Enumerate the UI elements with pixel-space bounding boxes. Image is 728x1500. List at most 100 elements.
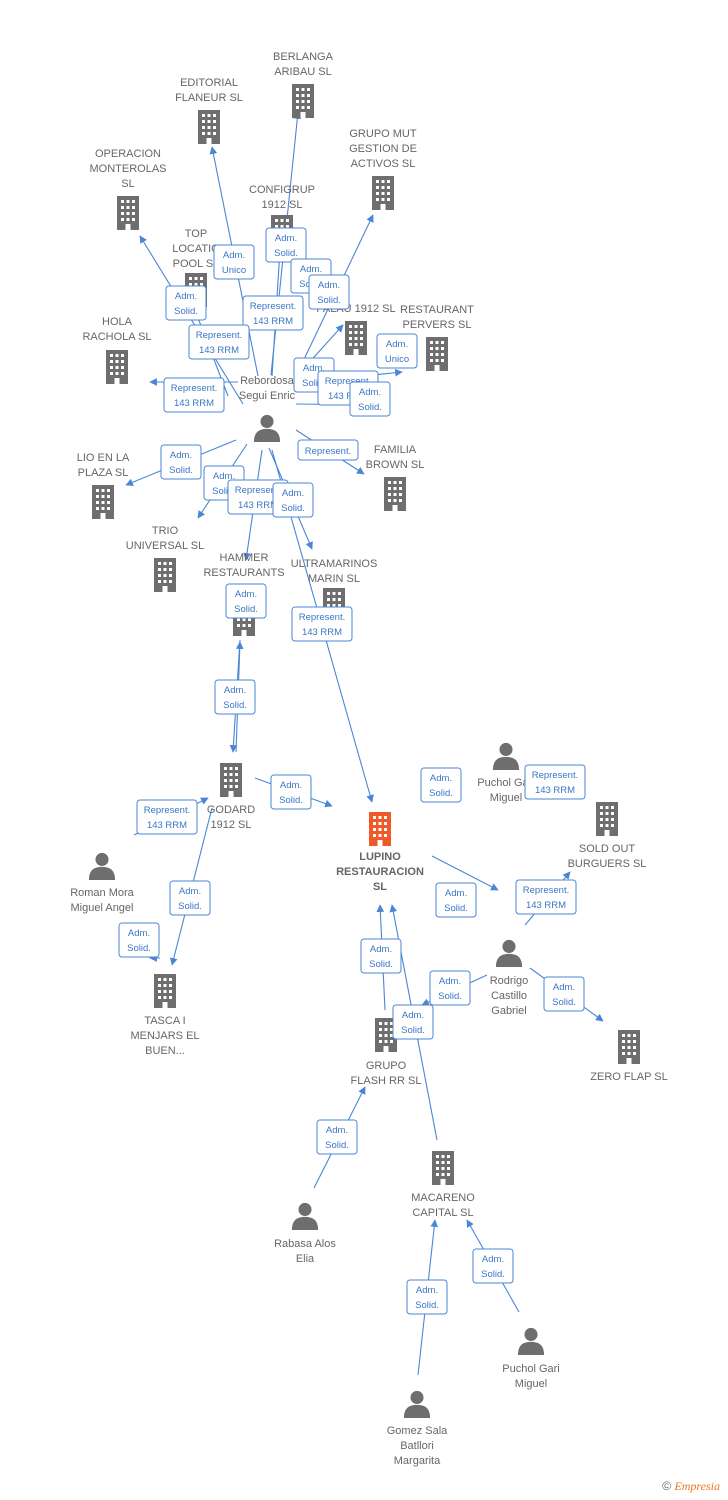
relation-text: Adm. (303, 363, 325, 374)
relation-label[interactable]: Adm.Solid. (472, 1248, 514, 1284)
relation-label[interactable]: Represent.143 RRM (163, 377, 225, 413)
relation-text: Adm. (416, 1285, 438, 1296)
relation-text: Solid. (552, 997, 576, 1008)
relation-label[interactable]: Adm.Solid. (214, 679, 256, 715)
relation-box (160, 444, 202, 480)
relation-box (225, 583, 267, 619)
node-label: FLASH RR SL (351, 1075, 422, 1087)
node-label: 1912 SL (262, 199, 303, 211)
relation-label[interactable]: Adm. Solid. (406, 1279, 448, 1315)
relation-label[interactable]: Adm.Unico (376, 333, 418, 369)
building-icon (596, 802, 618, 836)
relation-label[interactable]: Adm.Solid. (429, 970, 471, 1006)
node-zeroflap[interactable]: ZERO FLAP SL (590, 1030, 668, 1083)
relation-label[interactable]: Represent. (297, 439, 359, 461)
node-label: SL (373, 881, 387, 893)
relation-label[interactable]: Adm.Solid. (225, 583, 267, 619)
relation-text: 143 RRM (328, 391, 368, 402)
node-label: MARIN SL (308, 573, 360, 585)
relation-text: Adm. (553, 982, 575, 993)
relation-label[interactable]: Adm.Solid. (392, 1004, 434, 1040)
relation-label[interactable]: Adm.Solid. (349, 381, 391, 417)
relation-label[interactable]: Adm.Solid. (169, 880, 211, 916)
relation-text: Adm. (275, 233, 297, 244)
brand-logo[interactable]: Empresia (674, 1479, 720, 1493)
relation-text: Adm. (179, 886, 201, 897)
relation-text: Solid. (223, 700, 247, 711)
relation-label[interactable]: Represent.143 RRM (136, 799, 198, 835)
relation-label[interactable]: Adm.Solid. (270, 774, 312, 810)
relation-text: Adm. (235, 589, 257, 600)
relation-box (213, 244, 255, 280)
relation-label[interactable]: Adm.Solid. (420, 767, 462, 803)
relation-label[interactable]: Adm.Unico (213, 244, 255, 280)
relation-label[interactable]: Represent.143 RRM (524, 764, 586, 800)
node-label: BROWN SL (366, 459, 425, 471)
relation-label[interactable]: Represent.143 RRM (242, 295, 304, 331)
relation-label[interactable]: Adm.Solid. (435, 882, 477, 918)
relation-label[interactable]: Adm.Solid. (316, 1119, 358, 1155)
node-label: RESTAURANTS (203, 567, 284, 579)
relation-label[interactable]: Adm.Solid. (118, 922, 160, 958)
node-label: MONTEROLAS (89, 163, 166, 175)
relation-box (360, 938, 402, 974)
node-label: OPERACION (95, 148, 161, 160)
relation-label[interactable]: Represent.143 RRM (515, 879, 577, 915)
node-label: UNIVERSAL SL (126, 540, 204, 552)
relation-text: Solid. (401, 1025, 425, 1036)
node-label: HOLA (102, 316, 133, 328)
relation-box (136, 799, 198, 835)
relation-text: Solid. (415, 1300, 439, 1311)
relation-text: Adm. (282, 488, 304, 499)
relation-label[interactable]: Adm.Solid. (160, 444, 202, 480)
relation-text: Adm. (439, 976, 461, 987)
building-icon (117, 196, 139, 230)
relation-text: Adm. (482, 1254, 504, 1265)
building-icon (154, 558, 176, 592)
node-label: TASCA I (144, 1015, 185, 1027)
node-label: RESTAURANT (400, 304, 474, 316)
relation-label[interactable]: Adm.Solid. (360, 938, 402, 974)
relation-box (376, 333, 418, 369)
relation-text: Adm. (326, 1125, 348, 1136)
relation-label[interactable]: Adm.Solid. (308, 274, 350, 310)
relation-label[interactable]: Represent.143 RRM (291, 606, 353, 642)
node-label: Miguel Angel (71, 902, 134, 914)
relation-label[interactable]: Adm. Solid. (543, 976, 585, 1012)
relation-layer: Adm.UnicoAdm.Solid.Adm.Solid.Adm.Solid.A… (118, 227, 586, 1315)
relation-label[interactable]: Represent.143 RRM (188, 324, 250, 360)
relation-label[interactable]: Adm.Solid. (165, 285, 207, 321)
relation-label[interactable]: Adm.Solid. (265, 227, 307, 263)
node-label: Miguel (515, 1378, 547, 1390)
node-label: Rabasa Alos (274, 1238, 336, 1250)
node-label: ARIBAU SL (274, 66, 331, 78)
node-label: Rebordosa (240, 375, 295, 387)
relation-label[interactable]: Adm.Solid. (272, 482, 314, 518)
